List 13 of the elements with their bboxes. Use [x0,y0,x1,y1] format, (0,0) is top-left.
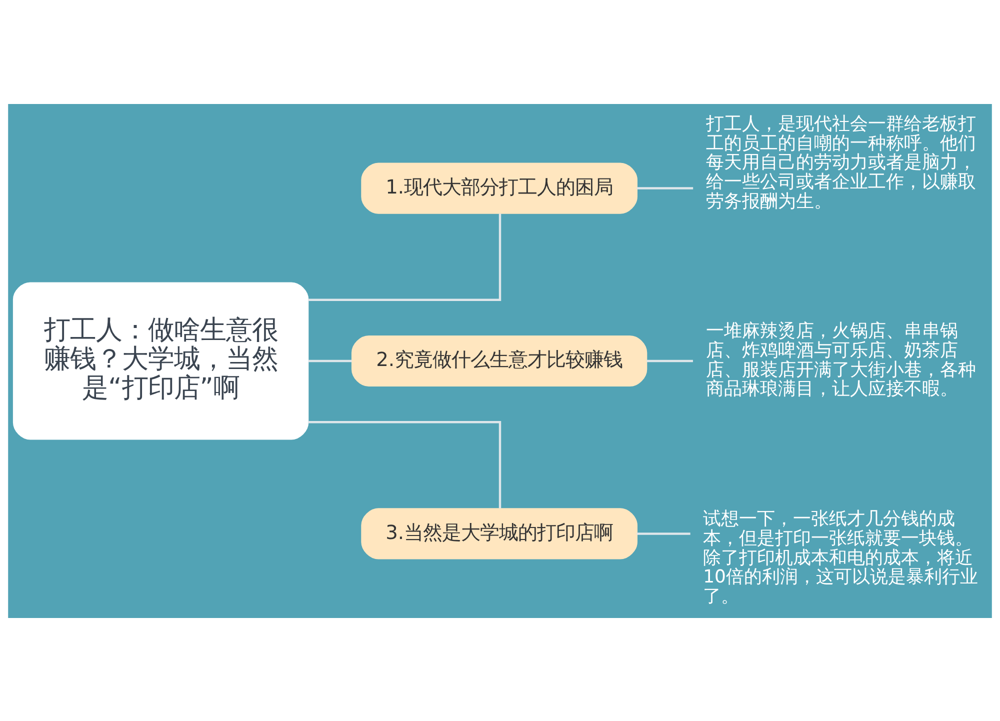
node-box: 2.究竟做什么生意才比较赚钱 [351,334,648,386]
node-box: 打工人：做啥生意很赚钱？大学城，当然是“打印店”啊 [12,282,309,440]
node-box: 1.现代大部分打工人的困局 [361,162,638,214]
node-box: 3.当然是大学城的打印店啊 [361,508,638,559]
connector [308,213,502,300]
connector [308,420,502,508]
node-text: 试想一下，一张纸才几分钱的成本，但是打印一张纸就要一块钱。除了打印机成本和电的成本，将近10倍的利润，这可以说是暴利行业了。 [703,508,978,606]
connector [308,359,352,362]
node-text: 打工人，是现代社会一群给老板打工的员工的自嘲的一种称呼。他们每天用自己的劳动力或者是脑力，给一些公司或者企业工作，以赚取劳务报酬为生。 [706,112,976,212]
connector [636,186,694,189]
connector [646,359,693,362]
connector [636,532,690,534]
node-text: 一堆麻辣烫店，火锅店、串串锅店、炸鸡啤酒与可乐店、奶茶店店、服装店开满了大街小巷，各种商品琳琅满目，让人应接不暇。 [706,320,976,400]
